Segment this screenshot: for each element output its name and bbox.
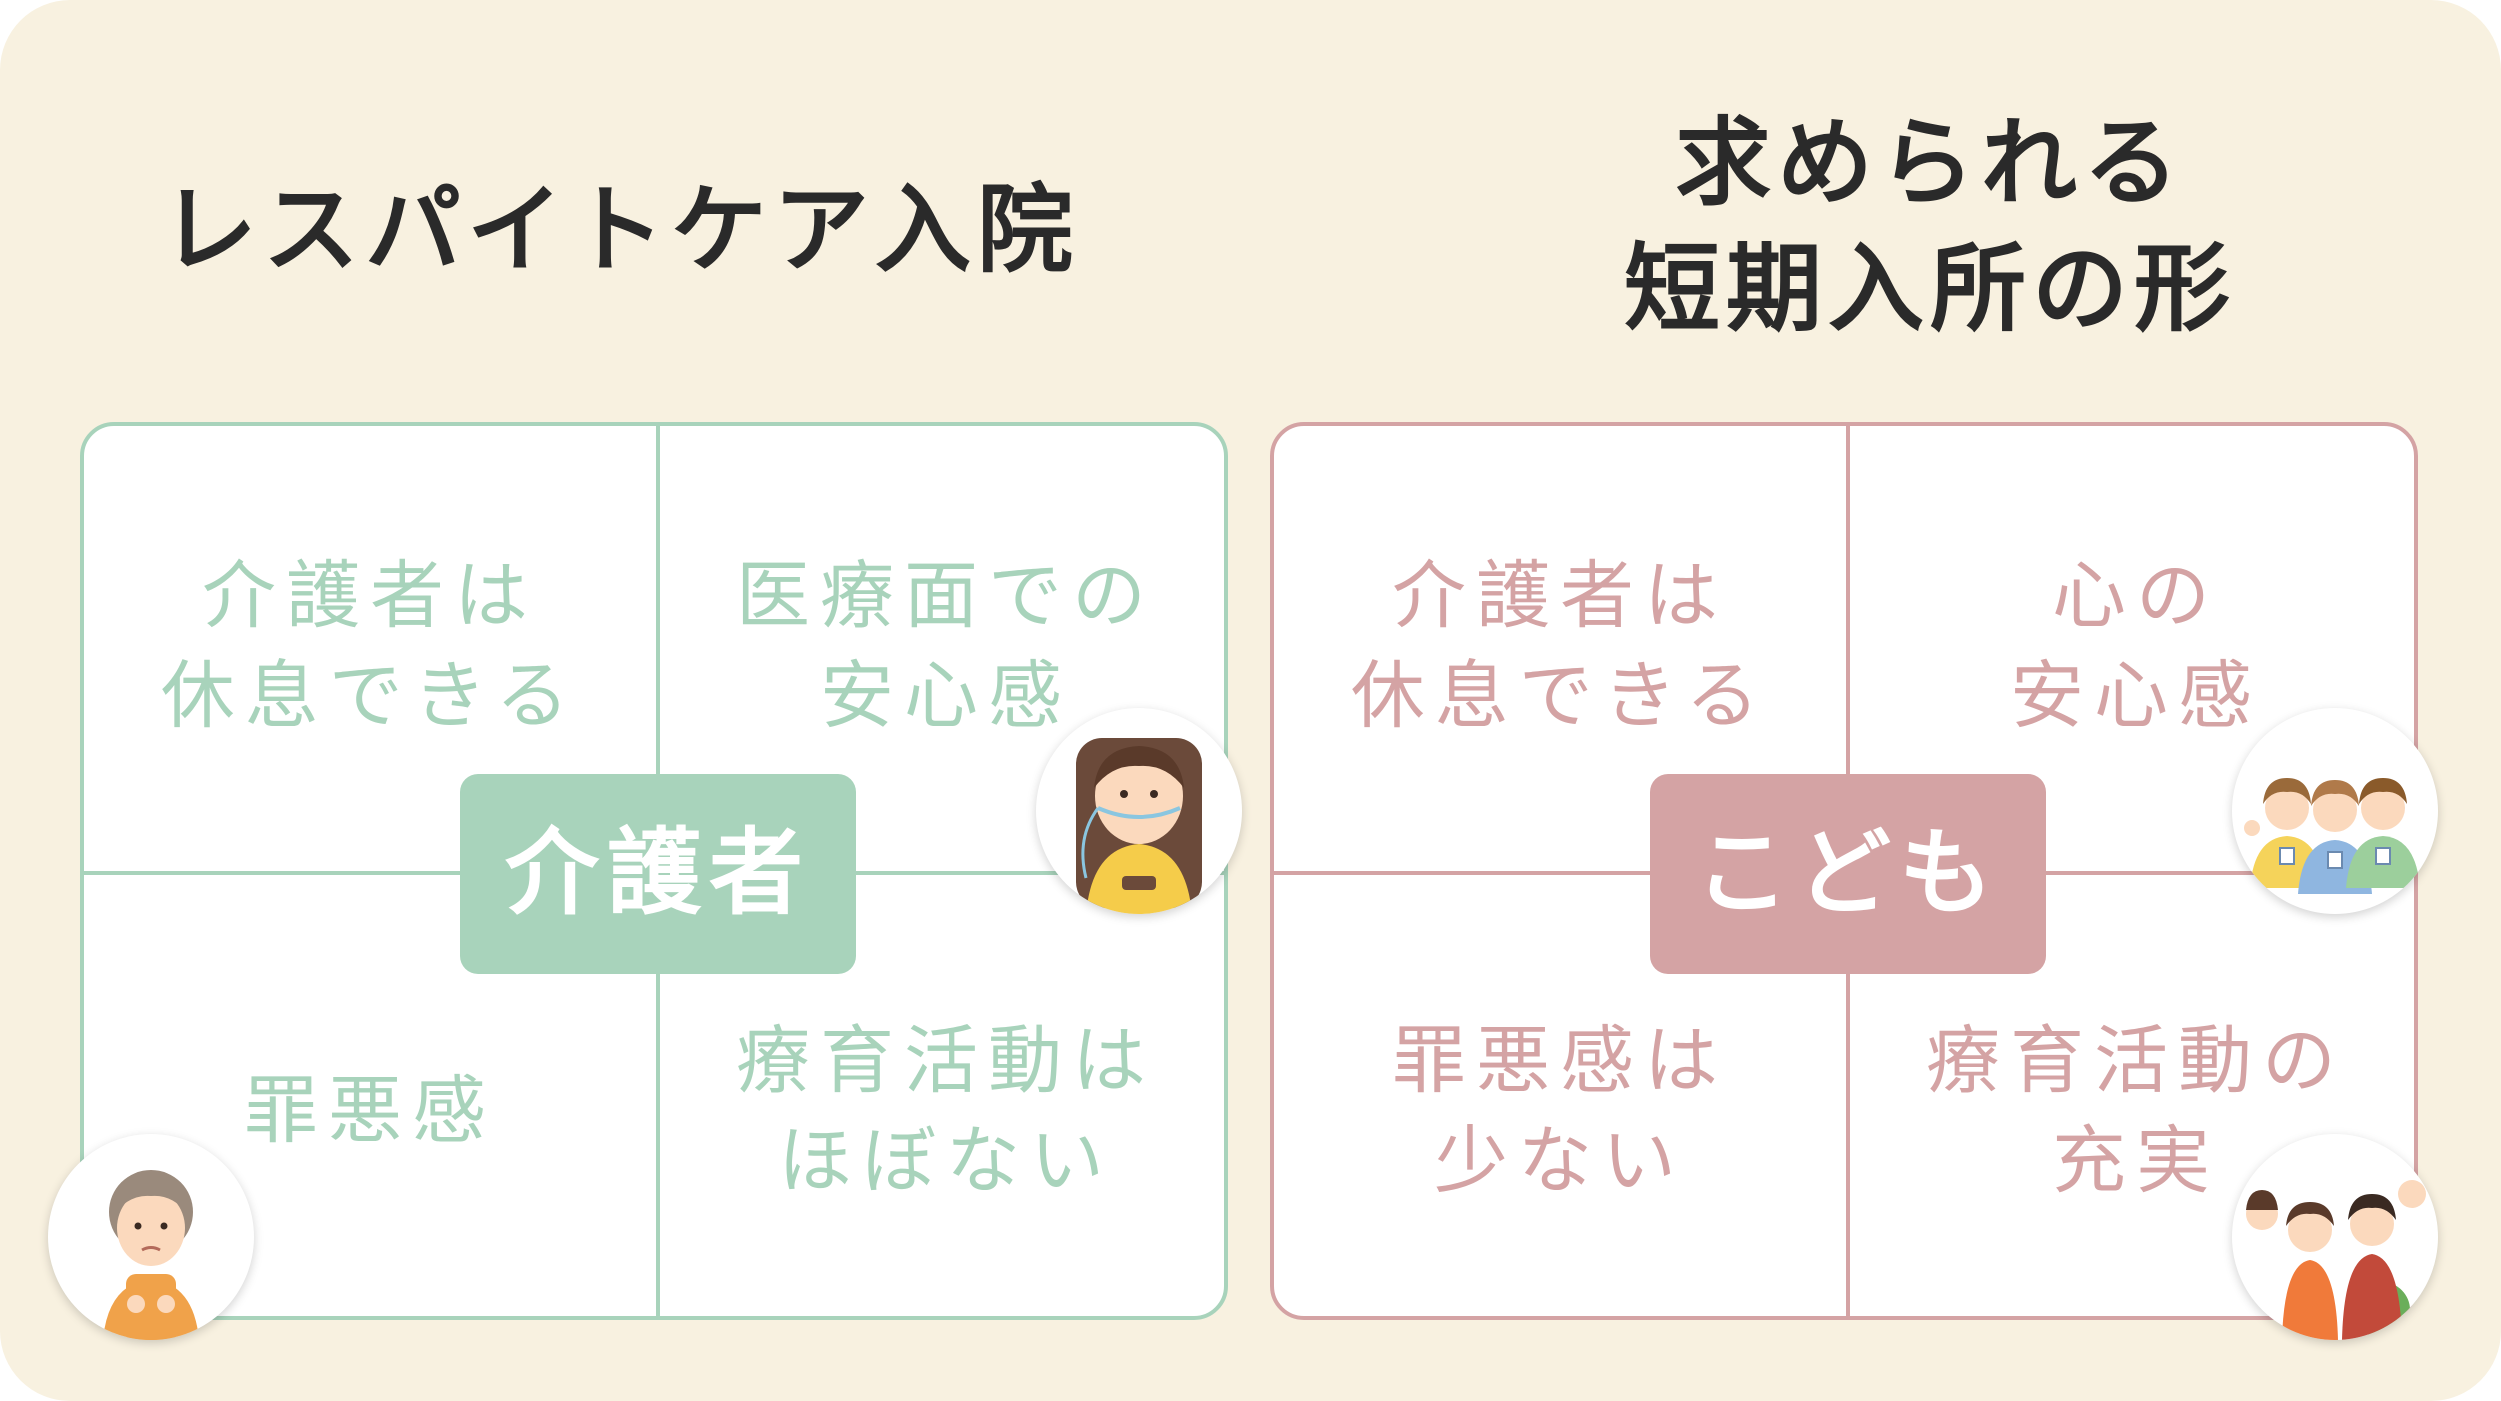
cell-text: 安心感	[2010, 653, 2262, 739]
cell-top-left: 介護者は 休息できる	[84, 546, 656, 746]
cell-text: 休息できる	[1350, 653, 1770, 739]
cell-top-right: 医療面での 安心感	[660, 546, 1232, 746]
staff-group-icon	[2232, 708, 2438, 914]
right-title-line-1: 求められる	[1675, 107, 2185, 219]
cell-text: 安心感	[820, 653, 1072, 739]
right-title-line-2: 短期入所の形	[1624, 233, 2236, 345]
cell-text: ほぼない	[778, 1118, 1114, 1204]
cell-bottom-left: 罪悪感	[84, 1011, 656, 1161]
center-label-caregiver: 介護者	[460, 774, 856, 974]
cell-text: 罪悪感	[244, 1068, 496, 1154]
cell-text: 充実	[2052, 1118, 2220, 1204]
cell-top-right: 心の 安心感	[1850, 546, 2422, 746]
left-title: レスパイトケア入院	[161, 174, 1079, 286]
cell-text: 休息できる	[160, 653, 580, 739]
cell-text: 罪悪感は	[1392, 1018, 1728, 1104]
cell-bottom-left: 罪悪感は 少ない	[1274, 1011, 1846, 1211]
cell-text: 医療面での	[736, 553, 1156, 639]
center-label-child: こども	[1650, 774, 2046, 974]
respite-grid: 介護者は 休息できる 医療面での 安心感 罪悪感 療育活動は ほぼない 介護者	[80, 422, 1228, 1320]
cell-text: 少ない	[1434, 1118, 1686, 1204]
short-stay-grid: 介護者は 休息できる 心の 安心感 罪悪感は 少ない 療育活動の 充実 こども	[1270, 422, 2418, 1320]
cell-bottom-right: 療育活動は ほぼない	[660, 1011, 1232, 1211]
kids-activity-icon	[2232, 1134, 2438, 1340]
right-title: 求められる 短期入所の形	[1500, 100, 2360, 352]
cell-text: 心の	[2052, 553, 2220, 639]
caregiver-woman-icon	[48, 1134, 254, 1340]
cell-top-left: 介護者は 休息できる	[1274, 546, 1846, 746]
cell-text: 介護者は	[202, 553, 538, 639]
cell-text: 介護者は	[1392, 553, 1728, 639]
cell-text: 療育活動は	[736, 1018, 1156, 1104]
cell-bottom-right: 療育活動の 充実	[1850, 1011, 2422, 1211]
cell-text: 療育活動の	[1926, 1018, 2346, 1104]
child-with-oxygen-icon	[1036, 708, 1242, 914]
